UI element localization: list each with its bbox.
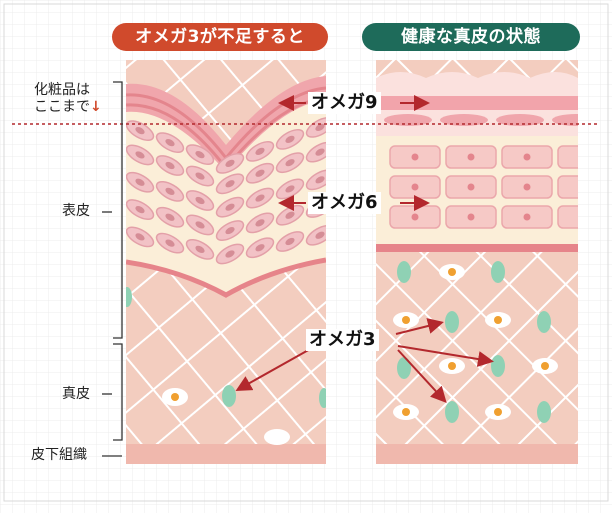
epidermal-cell	[557, 145, 578, 169]
cell-nucleus	[135, 151, 145, 159]
cell-nucleus	[523, 213, 531, 221]
dermis-label: 真皮	[62, 386, 90, 402]
cell-nucleus	[225, 159, 235, 168]
collagen-node	[491, 261, 505, 283]
fibroblast-nucleus	[494, 408, 502, 416]
cell-nucleus	[523, 183, 531, 191]
cell-nucleus	[411, 183, 419, 191]
cell-nucleus	[523, 153, 531, 161]
healthy-skin-panel	[376, 60, 578, 464]
cell-nucleus	[135, 233, 145, 241]
cell-nucleus	[195, 150, 205, 159]
flat-cell	[496, 114, 544, 126]
flat-cell	[384, 114, 432, 126]
subcutaneous-label: 皮下組織	[31, 447, 87, 463]
cell-nucleus	[467, 153, 475, 161]
epidermis-label: 表皮	[62, 203, 90, 219]
collagen-node	[445, 401, 459, 423]
cell-nucleus	[135, 126, 145, 135]
flat-cell	[440, 114, 488, 126]
omega6-label: オメガ6	[308, 192, 381, 214]
collagen-node	[397, 357, 411, 379]
cell-nucleus	[315, 123, 325, 132]
cell-nucleus	[411, 213, 419, 221]
cell-nucleus	[195, 196, 205, 205]
cell-nucleus	[165, 161, 175, 170]
cosmetic-limit-line1: 化粧品は	[34, 82, 90, 98]
cell-nucleus	[165, 187, 175, 195]
cell-nucleus	[165, 239, 175, 247]
cell-nucleus	[195, 221, 205, 229]
down-arrow-icon: ↓	[90, 99, 102, 115]
flat-cell	[552, 114, 578, 126]
cell-nucleus	[225, 203, 235, 211]
cell-nucleus	[225, 180, 235, 188]
cell-nucleus	[411, 153, 419, 161]
cell-nucleus	[165, 213, 175, 221]
cell-nucleus	[225, 250, 235, 258]
collagen-node	[445, 311, 459, 333]
fibroblast-nucleus	[541, 362, 549, 370]
cell-nucleus	[255, 147, 265, 156]
cell-nucleus	[467, 183, 475, 191]
cell-nucleus	[315, 148, 325, 156]
omega3-label: オメガ3	[306, 329, 379, 351]
cell-nucleus	[135, 205, 145, 214]
cell-nucleus	[285, 185, 295, 193]
collagen-node	[537, 311, 551, 333]
cell-nucleus	[225, 226, 235, 235]
cell-nucleus	[285, 211, 295, 219]
collagen-node	[397, 261, 411, 283]
cell-nucleus	[255, 244, 265, 252]
cell-nucleus	[135, 178, 145, 186]
cell-nucleus	[195, 172, 205, 180]
cell-nucleus	[285, 135, 295, 144]
cell-nucleus	[285, 237, 295, 246]
cosmetic-limit-label: 化粧品は ここまで↓	[34, 82, 102, 116]
epidermal-cell	[557, 175, 578, 199]
fibroblast-nucleus	[402, 316, 410, 324]
cell-nucleus	[255, 169, 265, 177]
cosmetic-limit-line2: ここまで	[34, 99, 90, 115]
collagen-node	[537, 401, 551, 423]
epidermal-cell	[557, 205, 578, 229]
cell-nucleus	[285, 159, 295, 167]
fibroblast-nucleus	[448, 362, 456, 370]
deficient-skin-panel	[126, 60, 326, 464]
cell-nucleus	[255, 219, 265, 227]
deficient-header: オメガ3が不足すると	[112, 23, 328, 51]
fibroblast-nucleus	[448, 268, 456, 276]
fibroblast-nucleus	[402, 408, 410, 416]
cell-nucleus	[467, 213, 475, 221]
cell-nucleus	[195, 245, 205, 253]
cell-nucleus	[165, 138, 175, 147]
omega9-label: オメガ9	[308, 92, 381, 114]
healthy-header: 健康な真皮の状態	[362, 23, 580, 51]
cell-nucleus	[315, 176, 325, 184]
fibroblast-nucleus	[494, 316, 502, 324]
collagen-node	[491, 355, 505, 377]
cell-nucleus	[315, 231, 325, 239]
cell-nucleus	[255, 194, 265, 202]
